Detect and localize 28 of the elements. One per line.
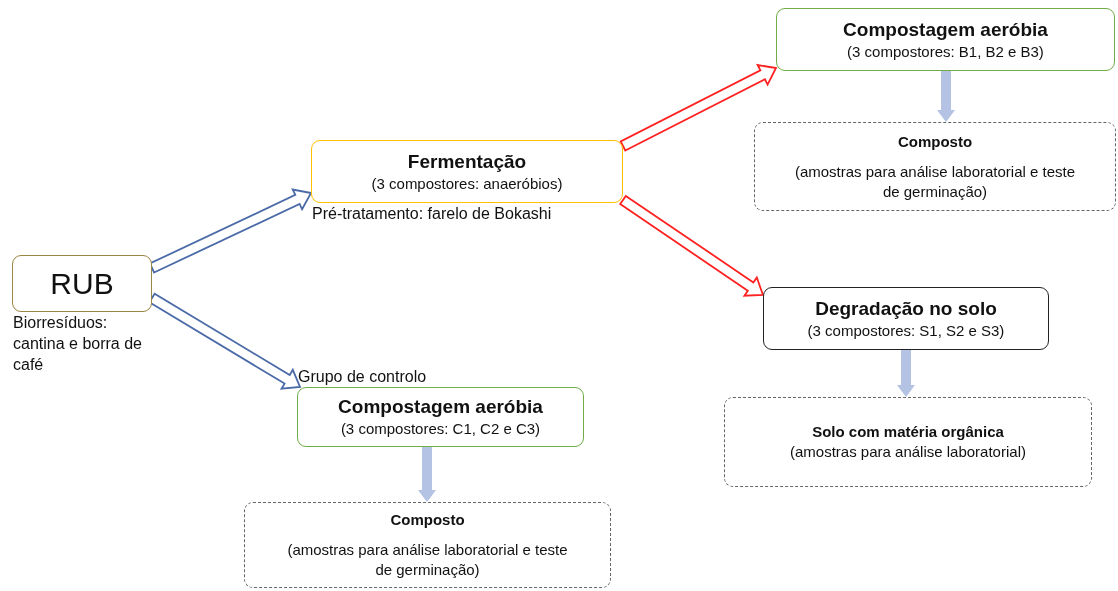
- box-title: Solo com matéria orgânica: [812, 422, 1004, 442]
- hollow-arrow: [618, 194, 765, 297]
- block-arrow: [897, 350, 915, 397]
- dashed-result-box: [244, 502, 611, 588]
- side-note: Pré-tratamento: farelo de Bokashi: [312, 204, 553, 224]
- box-title: Composto: [897, 131, 973, 152]
- box-subtitle: (amostras para análise laboratorial e teste de germinação): [286, 540, 569, 580]
- process-box: [763, 287, 1049, 350]
- hollow-arrow: [619, 63, 778, 152]
- block-arrow: [937, 71, 955, 122]
- side-note: Grupo de controlo: [298, 367, 428, 387]
- box-title: Composto: [390, 510, 465, 530]
- box-subtitle: (amostras para análise laboratorial e teste de germinação): [793, 161, 1077, 202]
- box-subtitle: (3 compostores: S1, S2 e S3): [807, 320, 1005, 341]
- box-title: Fermentação: [407, 149, 527, 174]
- box-subtitle: (3 compostores: C1, C2 e C3): [340, 419, 541, 439]
- process-box: [776, 8, 1115, 71]
- box-title: Compostagem aeróbia: [338, 395, 543, 419]
- box-subtitle: (amostras para análise laboratorial): [790, 442, 1026, 462]
- dashed-result-box: [754, 122, 1116, 211]
- side-note: Biorresíduos: cantina e borra de café: [13, 313, 143, 375]
- dashed-result-box: [724, 397, 1092, 487]
- box-title: RUB: [50, 265, 114, 302]
- block-arrow: [418, 447, 436, 502]
- box-subtitle: (3 compostores: B1, B2 e B3): [847, 41, 1044, 62]
- box-title: Compostagem aeróbia: [843, 17, 1048, 42]
- box-title: Degradação no solo: [815, 296, 997, 321]
- box-subtitle: (3 compostores: anaeróbios): [371, 173, 563, 194]
